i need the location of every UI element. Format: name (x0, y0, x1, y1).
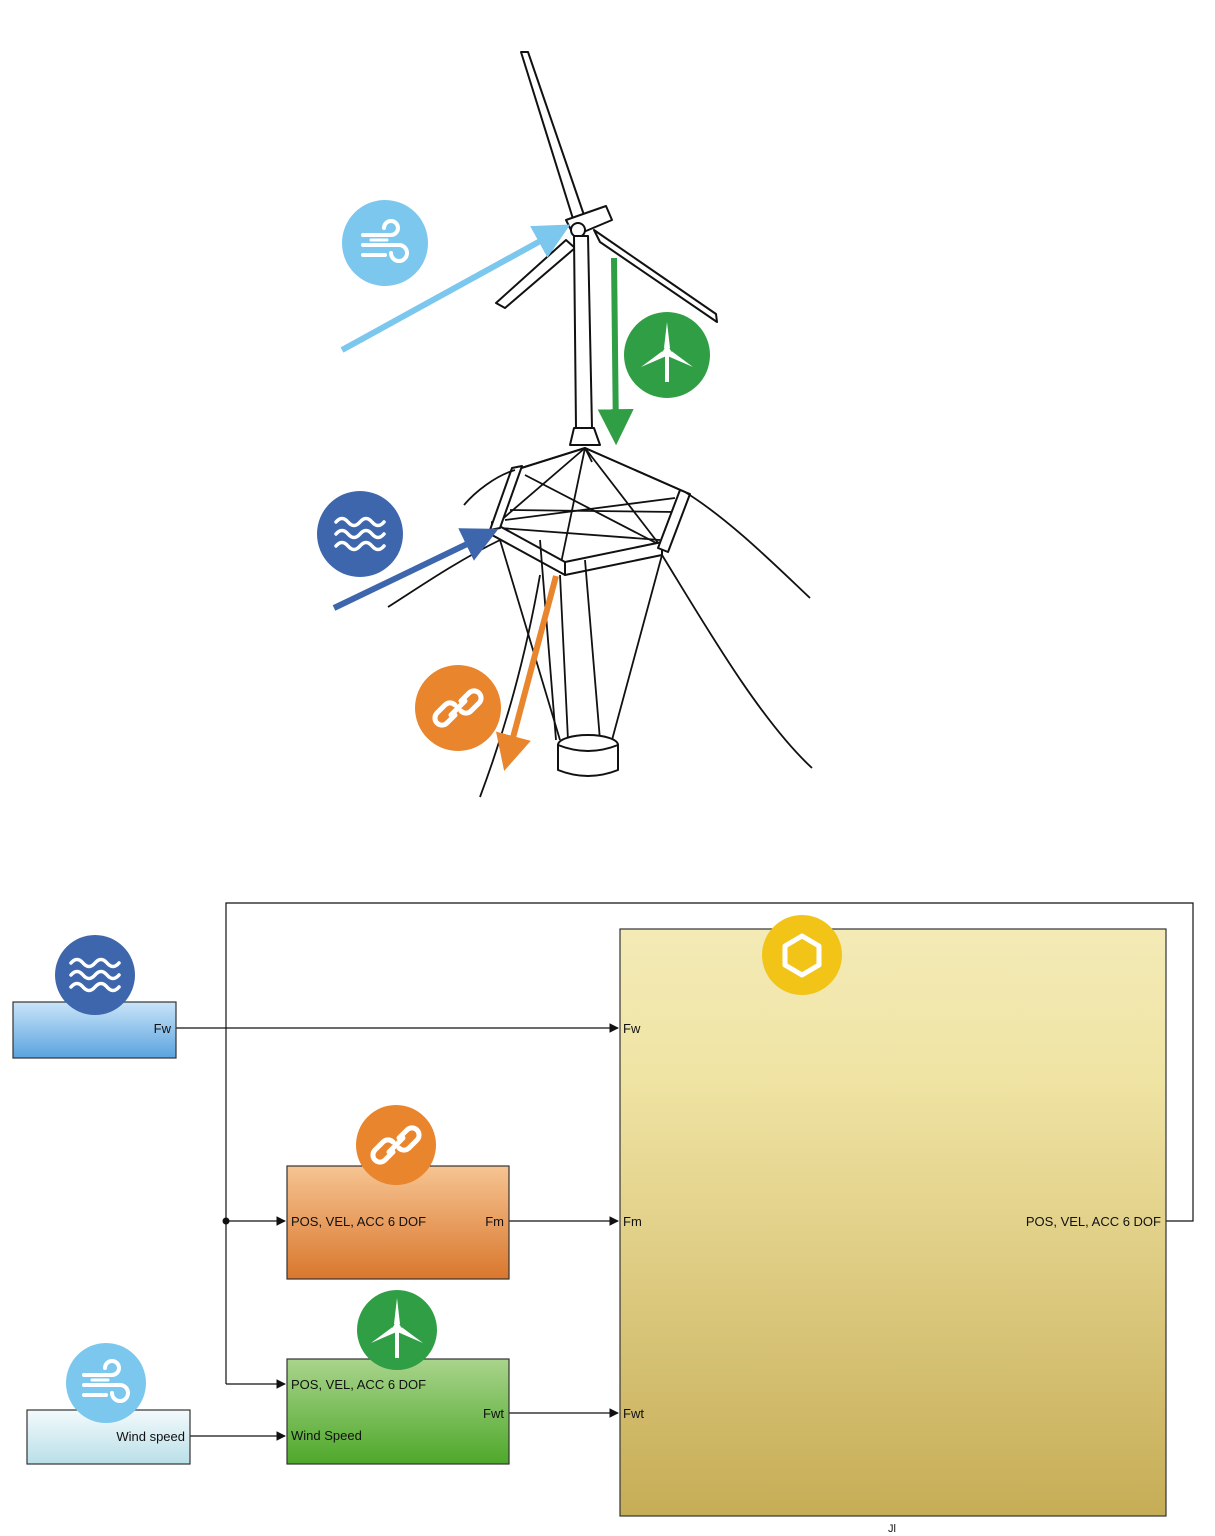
wave-force-arrow (332, 528, 499, 611)
platform-frame (489, 447, 691, 576)
blade-up (520, 51, 586, 223)
wind-block-output-port: Wind speed (116, 1429, 185, 1444)
wind-turbine-icon (357, 1290, 437, 1370)
blade-left (495, 239, 576, 309)
turbine-block[interactable]: POS, VEL, ACC 6 DOF Wind Speed Fwt (286, 1290, 510, 1465)
mooring-force-arrow (496, 575, 559, 771)
chain-link-icon (415, 665, 501, 751)
waves-icon (317, 491, 403, 577)
platform-caption: Jl (888, 1523, 896, 1535)
hub (570, 222, 586, 238)
wind-icon (342, 200, 428, 286)
turbine-block-output-port: Fwt (483, 1406, 504, 1421)
wave-block-output-port: Fw (154, 1021, 172, 1036)
tower (573, 235, 593, 429)
mooring-block-input-port: POS, VEL, ACC 6 DOF (291, 1214, 426, 1229)
branch-point (222, 1217, 230, 1225)
block-diagram: Fw POS, VEL, ACC 6 DOF Fm POS, VEL, ACC … (12, 902, 1194, 1535)
signal-lines (176, 902, 1194, 1441)
mooring-block[interactable]: POS, VEL, ACC 6 DOF Fm (286, 1105, 510, 1280)
wind-force-arrow (340, 224, 571, 353)
platform-output-port: POS, VEL, ACC 6 DOF (1026, 1214, 1161, 1229)
wind-block[interactable]: Wind speed (26, 1343, 191, 1465)
wind-turbine-icon (624, 312, 710, 398)
transition-piece (569, 427, 601, 446)
chain-link-icon (356, 1105, 436, 1185)
turbine-block-motion-port: POS, VEL, ACC 6 DOF (291, 1377, 426, 1392)
turbine-force-arrow (597, 257, 634, 446)
blade-right (593, 229, 718, 323)
turbine-illustration (317, 51, 813, 798)
wind-icon (66, 1343, 146, 1423)
platform-input-fwt: Fwt (623, 1406, 644, 1421)
feedback-line (225, 902, 1194, 1384)
platform-input-fm: Fm (623, 1214, 642, 1229)
mooring-lines (387, 469, 813, 798)
platform-block[interactable]: Fw Fm Fwt POS, VEL, ACC 6 DOF Jl (619, 915, 1167, 1535)
hexagon-icon (762, 915, 842, 995)
spar-basket (499, 539, 663, 777)
platform-input-fw: Fw (623, 1021, 641, 1036)
wave-block[interactable]: Fw (12, 935, 177, 1059)
mooring-block-output-port: Fm (485, 1214, 504, 1229)
waves-icon (55, 935, 135, 1015)
turbine-block-wind-port: Wind Speed (291, 1428, 362, 1443)
